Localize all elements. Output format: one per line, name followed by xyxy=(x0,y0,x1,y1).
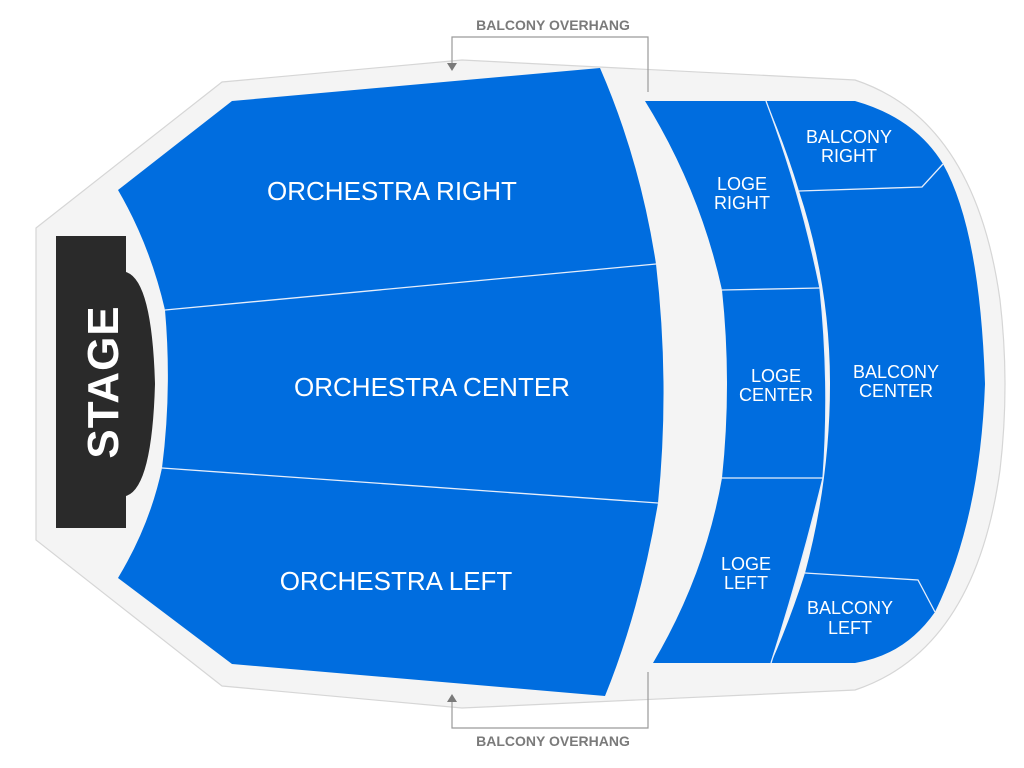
bottom-overhang-annotation: BALCONY OVERHANG xyxy=(447,672,649,749)
arrow-up-icon xyxy=(447,694,457,702)
section-loge-center[interactable]: LOGE CENTER xyxy=(722,288,826,478)
bottom-overhang-label: BALCONY OVERHANG xyxy=(476,733,630,749)
section-dividers xyxy=(161,100,944,664)
arrow-down-icon xyxy=(447,63,457,71)
stage: STAGE xyxy=(56,236,155,528)
stage-shape xyxy=(56,236,155,528)
top-overhang-annotation: BALCONY OVERHANG xyxy=(447,17,649,92)
stage-label: STAGE xyxy=(79,305,128,458)
top-overhang-label: BALCONY OVERHANG xyxy=(476,17,630,33)
